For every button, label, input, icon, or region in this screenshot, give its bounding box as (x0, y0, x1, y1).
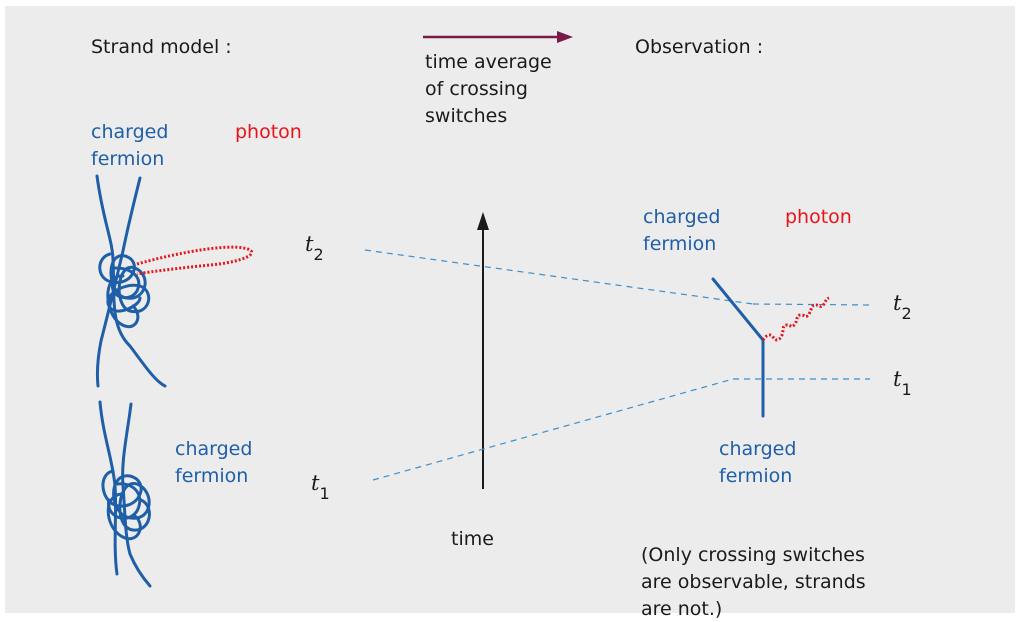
photon-label-right: photon (785, 204, 852, 230)
photon-label-left: photon (235, 119, 302, 145)
t1-label-right: t1 (893, 367, 912, 395)
time-average-label-3: switches (425, 103, 507, 129)
strand-model-heading: Strand model : (91, 34, 232, 60)
note-line-2: are observable, strands (641, 569, 866, 595)
time-average-arrow (423, 31, 573, 43)
t1-label-left: t1 (311, 471, 330, 499)
time-average-label-1: time average (425, 49, 552, 75)
strand-fermion-top (97, 176, 165, 386)
fermion-label-mid-1: charged (175, 436, 252, 462)
diagram-canvas: Strand model : Observation : time averag… (5, 6, 1015, 613)
note-line-3: are not.) (641, 596, 722, 622)
fermion-label-obs-top-2: fermion (643, 231, 716, 257)
time-label: time (451, 526, 494, 552)
time-average-label-2: of crossing (425, 76, 528, 102)
fermion-label-obs-top-1: charged (643, 204, 720, 230)
fermion-label-top-2: fermion (91, 146, 164, 172)
note-line-1: (Only crossing switches (641, 542, 865, 568)
fermion-label-mid-2: fermion (175, 463, 248, 489)
fermion-label-obs-bottom-2: fermion (719, 463, 792, 489)
strand-fermion-bottom (100, 402, 150, 586)
time-axis-arrow (477, 212, 489, 489)
photon-loop-left (137, 247, 252, 274)
t2-label-right: t2 (893, 291, 912, 319)
fermion-label-top-1: charged (91, 119, 168, 145)
fermion-label-obs-bottom-1: charged (719, 436, 796, 462)
t2-label-left: t2 (305, 232, 324, 260)
observed-fermion-lines (713, 279, 763, 416)
observation-heading: Observation : (635, 34, 763, 60)
